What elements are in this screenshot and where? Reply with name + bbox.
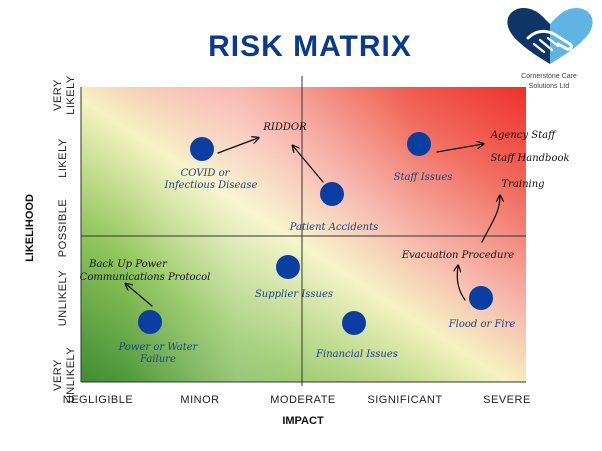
company-name: Cornerstone Care Solutions Ltd [498, 72, 600, 92]
risk-label-covid-line2: Infectious Disease [164, 180, 258, 191]
company-name-line1: Cornerstone Care [521, 73, 577, 80]
risk-label-patient-accidents: Patient Accidents [289, 222, 379, 233]
outcome-staff-handbook: Staff Handbook [490, 153, 569, 164]
y-tick-very-unlikely-line1: VERY [52, 359, 64, 391]
outcome-backup-power: Back Up Power [88, 259, 168, 270]
risk-label-flood-fire: Flood or Fire [448, 319, 516, 330]
arrow-staff-to-agency [436, 144, 483, 153]
risk-label-staff-issues: Staff Issues [394, 172, 453, 183]
y-tick-very-likely: VERY LIKELY [52, 75, 77, 115]
page-title: RISK MATRIX [208, 30, 412, 63]
risk-label-covid: COVID or [181, 168, 231, 179]
arrows [126, 138, 500, 307]
x-tick-severe: SEVERE [483, 394, 531, 406]
arrow-covid-to-riddor [217, 138, 258, 154]
y-tick-likely: LIKELY [57, 138, 69, 178]
risk-marker-flood-fire [469, 286, 493, 310]
risk-marker-financial-issues [342, 311, 366, 335]
x-tick-moderate: MODERATE [270, 394, 336, 406]
x-tick-negligible: NEGLIGIBLE [63, 394, 133, 406]
y-tick-very-likely-line1: VERY [52, 79, 64, 111]
arrow-patient-to-riddor [293, 146, 324, 183]
risk-marker-covid [190, 137, 214, 161]
arrow-flood-to-evacuation [457, 266, 466, 301]
risk-label-financial-issues: Financial Issues [315, 349, 398, 360]
risk-label-supplier-issues: Supplier Issues [255, 289, 333, 300]
outcome-riddor: RIDDOR [262, 122, 307, 133]
outcome-training: Training [501, 179, 544, 190]
risk-markers [138, 132, 493, 335]
x-tick-significant: SIGNIFICANT [367, 394, 442, 406]
risk-label-power-water: Power or Water [118, 342, 199, 353]
arrow-power-to-backup [126, 284, 153, 307]
company-name-line2: Solutions Ltd [528, 83, 570, 90]
y-tick-very-unlikely-line2: UNLIKELY [65, 347, 77, 404]
risk-marker-staff-issues [407, 132, 431, 156]
y-tick-very-likely-line2: LIKELY [65, 75, 77, 115]
y-tick-unlikely: UNLIKELY [57, 270, 69, 327]
company-logo [507, 7, 593, 64]
y-tick-likely-line1: LIKELY [57, 138, 69, 178]
handshake-heart-icon [507, 7, 593, 64]
risk-marker-patient-accidents [320, 182, 344, 206]
outcome-evacuation: Evacuation Procedure [401, 250, 514, 261]
risk-label-power-water-line2: Failure [139, 354, 176, 365]
risk-marker-supplier-issues [276, 255, 300, 279]
outcome-agency-staff: Agency Staff [490, 130, 557, 141]
risk-matrix-gradient [81, 87, 526, 382]
y-tick-unlikely-line1: UNLIKELY [57, 270, 69, 327]
arrow-evacuation-to-training [481, 196, 500, 243]
y-axis-title: LIKELIHOOD [24, 194, 36, 262]
x-tick-minor: MINOR [180, 394, 219, 406]
y-tick-possible-line1: POSSIBLE [57, 199, 69, 257]
y-tick-very-unlikely: VERY UNLIKELY [52, 347, 77, 404]
outcome-comms-protocol: Communications Protocol [80, 272, 211, 283]
y-tick-possible: POSSIBLE [57, 199, 69, 257]
x-axis-title: IMPACT [282, 415, 324, 427]
risk-marker-power-water [138, 310, 162, 334]
